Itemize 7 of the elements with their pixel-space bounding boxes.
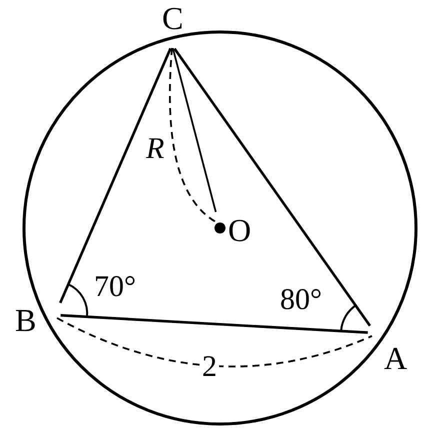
- point-label: C: [162, 2, 184, 34]
- triangle-side: [173, 48, 371, 327]
- triangle-side: [60, 314, 368, 334]
- triangle-side: [59, 48, 172, 304]
- point-label: O: [228, 214, 252, 246]
- point-label: B: [15, 304, 36, 336]
- point-label: A: [384, 342, 408, 374]
